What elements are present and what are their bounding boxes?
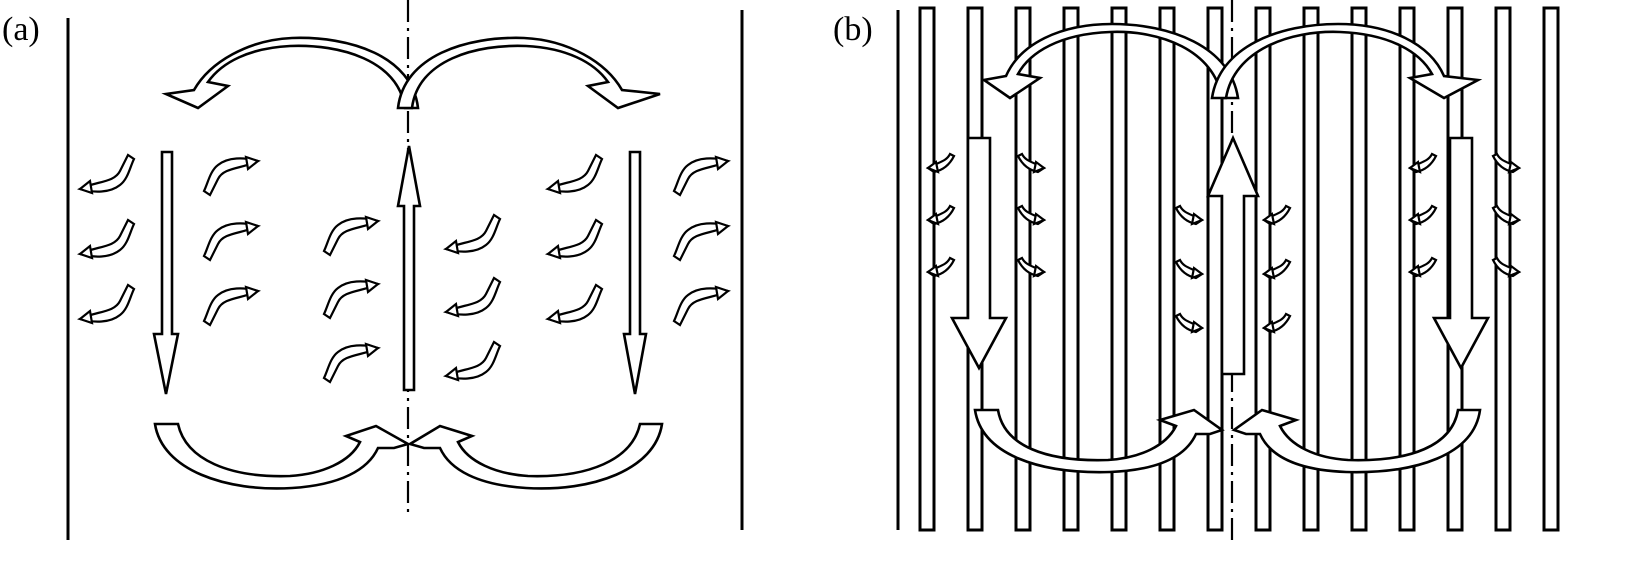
top-right-loop-arrow-b — [1210, 22, 1483, 100]
bottom-right-loop-arrow — [406, 422, 664, 490]
eddy-icon — [78, 283, 136, 325]
down-arrow-right-b — [1431, 136, 1491, 371]
tube-bundle — [896, 6, 1560, 532]
tube — [1542, 6, 1560, 532]
eddy-icon — [444, 340, 502, 382]
tube — [1110, 6, 1128, 532]
up-arrow-center — [396, 145, 422, 392]
down-arrow-left — [152, 150, 180, 395]
tube — [1350, 6, 1368, 532]
eddy-icon — [78, 218, 136, 260]
eddy-icon — [204, 157, 258, 195]
panel-b-label: (b) — [833, 11, 873, 48]
eddy-icon — [444, 276, 502, 318]
panel-b: (b) — [833, 0, 1560, 540]
top-right-loop-arrow — [396, 36, 661, 110]
top-left-loop-arrow — [161, 36, 420, 110]
top-left-loop-arrow-b — [980, 22, 1240, 100]
eddy-icon — [674, 157, 728, 195]
eddy-icon — [324, 280, 378, 318]
eddy-icon — [674, 222, 728, 260]
eddy-icon — [204, 222, 258, 260]
up-arrow-center-b — [1206, 134, 1260, 376]
eddy-icon — [204, 287, 258, 325]
eddy-icon — [546, 218, 604, 260]
tube — [1158, 6, 1176, 532]
eddy-icon — [324, 344, 378, 382]
eddy-icon — [78, 153, 136, 195]
panel-a-label: (a) — [2, 11, 40, 48]
eddy-icon — [324, 217, 378, 255]
tube — [1398, 6, 1416, 532]
down-arrow-right — [622, 150, 648, 395]
eddy-icon — [546, 153, 604, 195]
bottom-left-loop-arrow-b — [973, 408, 1225, 474]
tube — [1302, 6, 1320, 532]
down-arrow-left-b — [949, 136, 1009, 371]
tube — [1254, 6, 1272, 532]
eddy-icon — [546, 283, 604, 325]
bottom-left-loop-arrow — [153, 422, 412, 490]
eddy-icon — [444, 213, 502, 255]
panel-a: (a) — [2, 0, 744, 540]
tube — [1062, 6, 1080, 532]
bottom-right-loop-arrow-b — [1231, 408, 1482, 474]
eddy-icon — [674, 287, 728, 325]
